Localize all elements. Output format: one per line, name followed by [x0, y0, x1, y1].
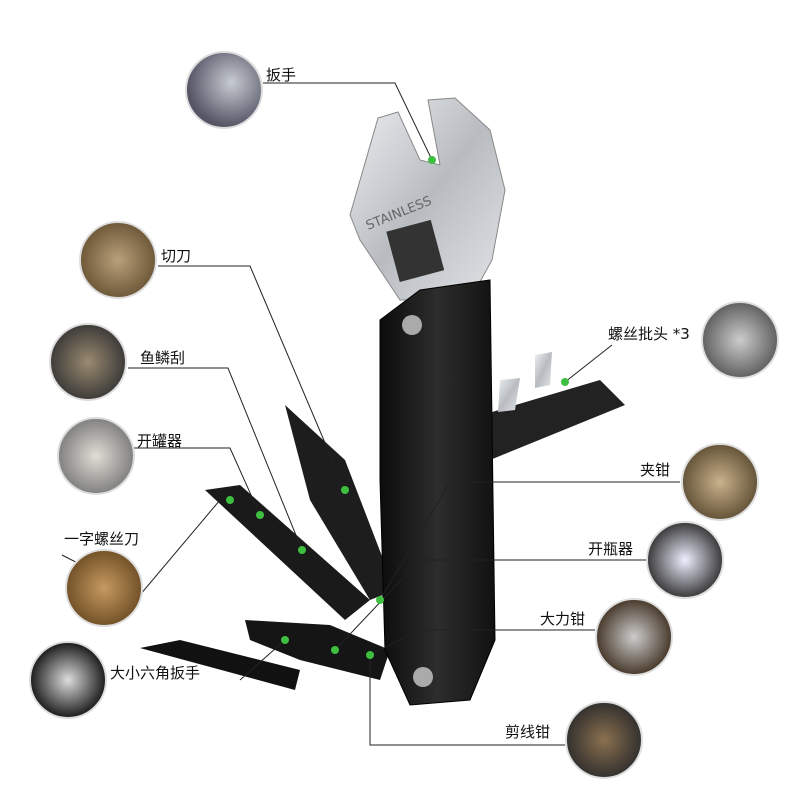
multi-arm [205, 485, 370, 620]
label-knife: 切刀 [161, 247, 192, 265]
label-bottle-opener: 开瓶器 [588, 540, 634, 558]
label-hex-wrench: 大小六角扳手 [110, 664, 201, 682]
label-can-opener: 开罐器 [137, 432, 183, 450]
label-scaler: 鱼鳞刮 [140, 349, 186, 367]
wire-cutter-photo [565, 701, 643, 779]
handle [379, 279, 496, 706]
label-wrench: 扳手 [266, 66, 297, 84]
screwdriver-photo [65, 549, 143, 627]
screw-bits-holder [465, 380, 625, 460]
hex-wrench-arm [140, 640, 300, 690]
label-screw-bits: 螺丝批头 *3 [608, 325, 690, 343]
label-locking-pliers: 大力钳 [540, 610, 586, 628]
can-opener-photo [57, 417, 135, 495]
clamp-photo [681, 443, 759, 521]
label-wire-cutter: 剪线钳 [505, 723, 551, 741]
pliers-jaws [245, 620, 390, 680]
label-flat-screwdriver: 一字螺丝刀 [64, 530, 140, 548]
bits-photo [701, 301, 779, 379]
bottle-opener-photo [646, 521, 724, 599]
wrench-head [349, 97, 506, 301]
label-clamp: 夹钳 [640, 461, 671, 479]
knife-blade [285, 405, 395, 600]
wrench-photo [185, 51, 263, 129]
scaler-photo [49, 323, 127, 401]
hex-wrench-photo [29, 641, 107, 719]
markers [226, 156, 569, 659]
locking-pliers-photo [595, 598, 673, 676]
knife-photo [79, 221, 157, 299]
